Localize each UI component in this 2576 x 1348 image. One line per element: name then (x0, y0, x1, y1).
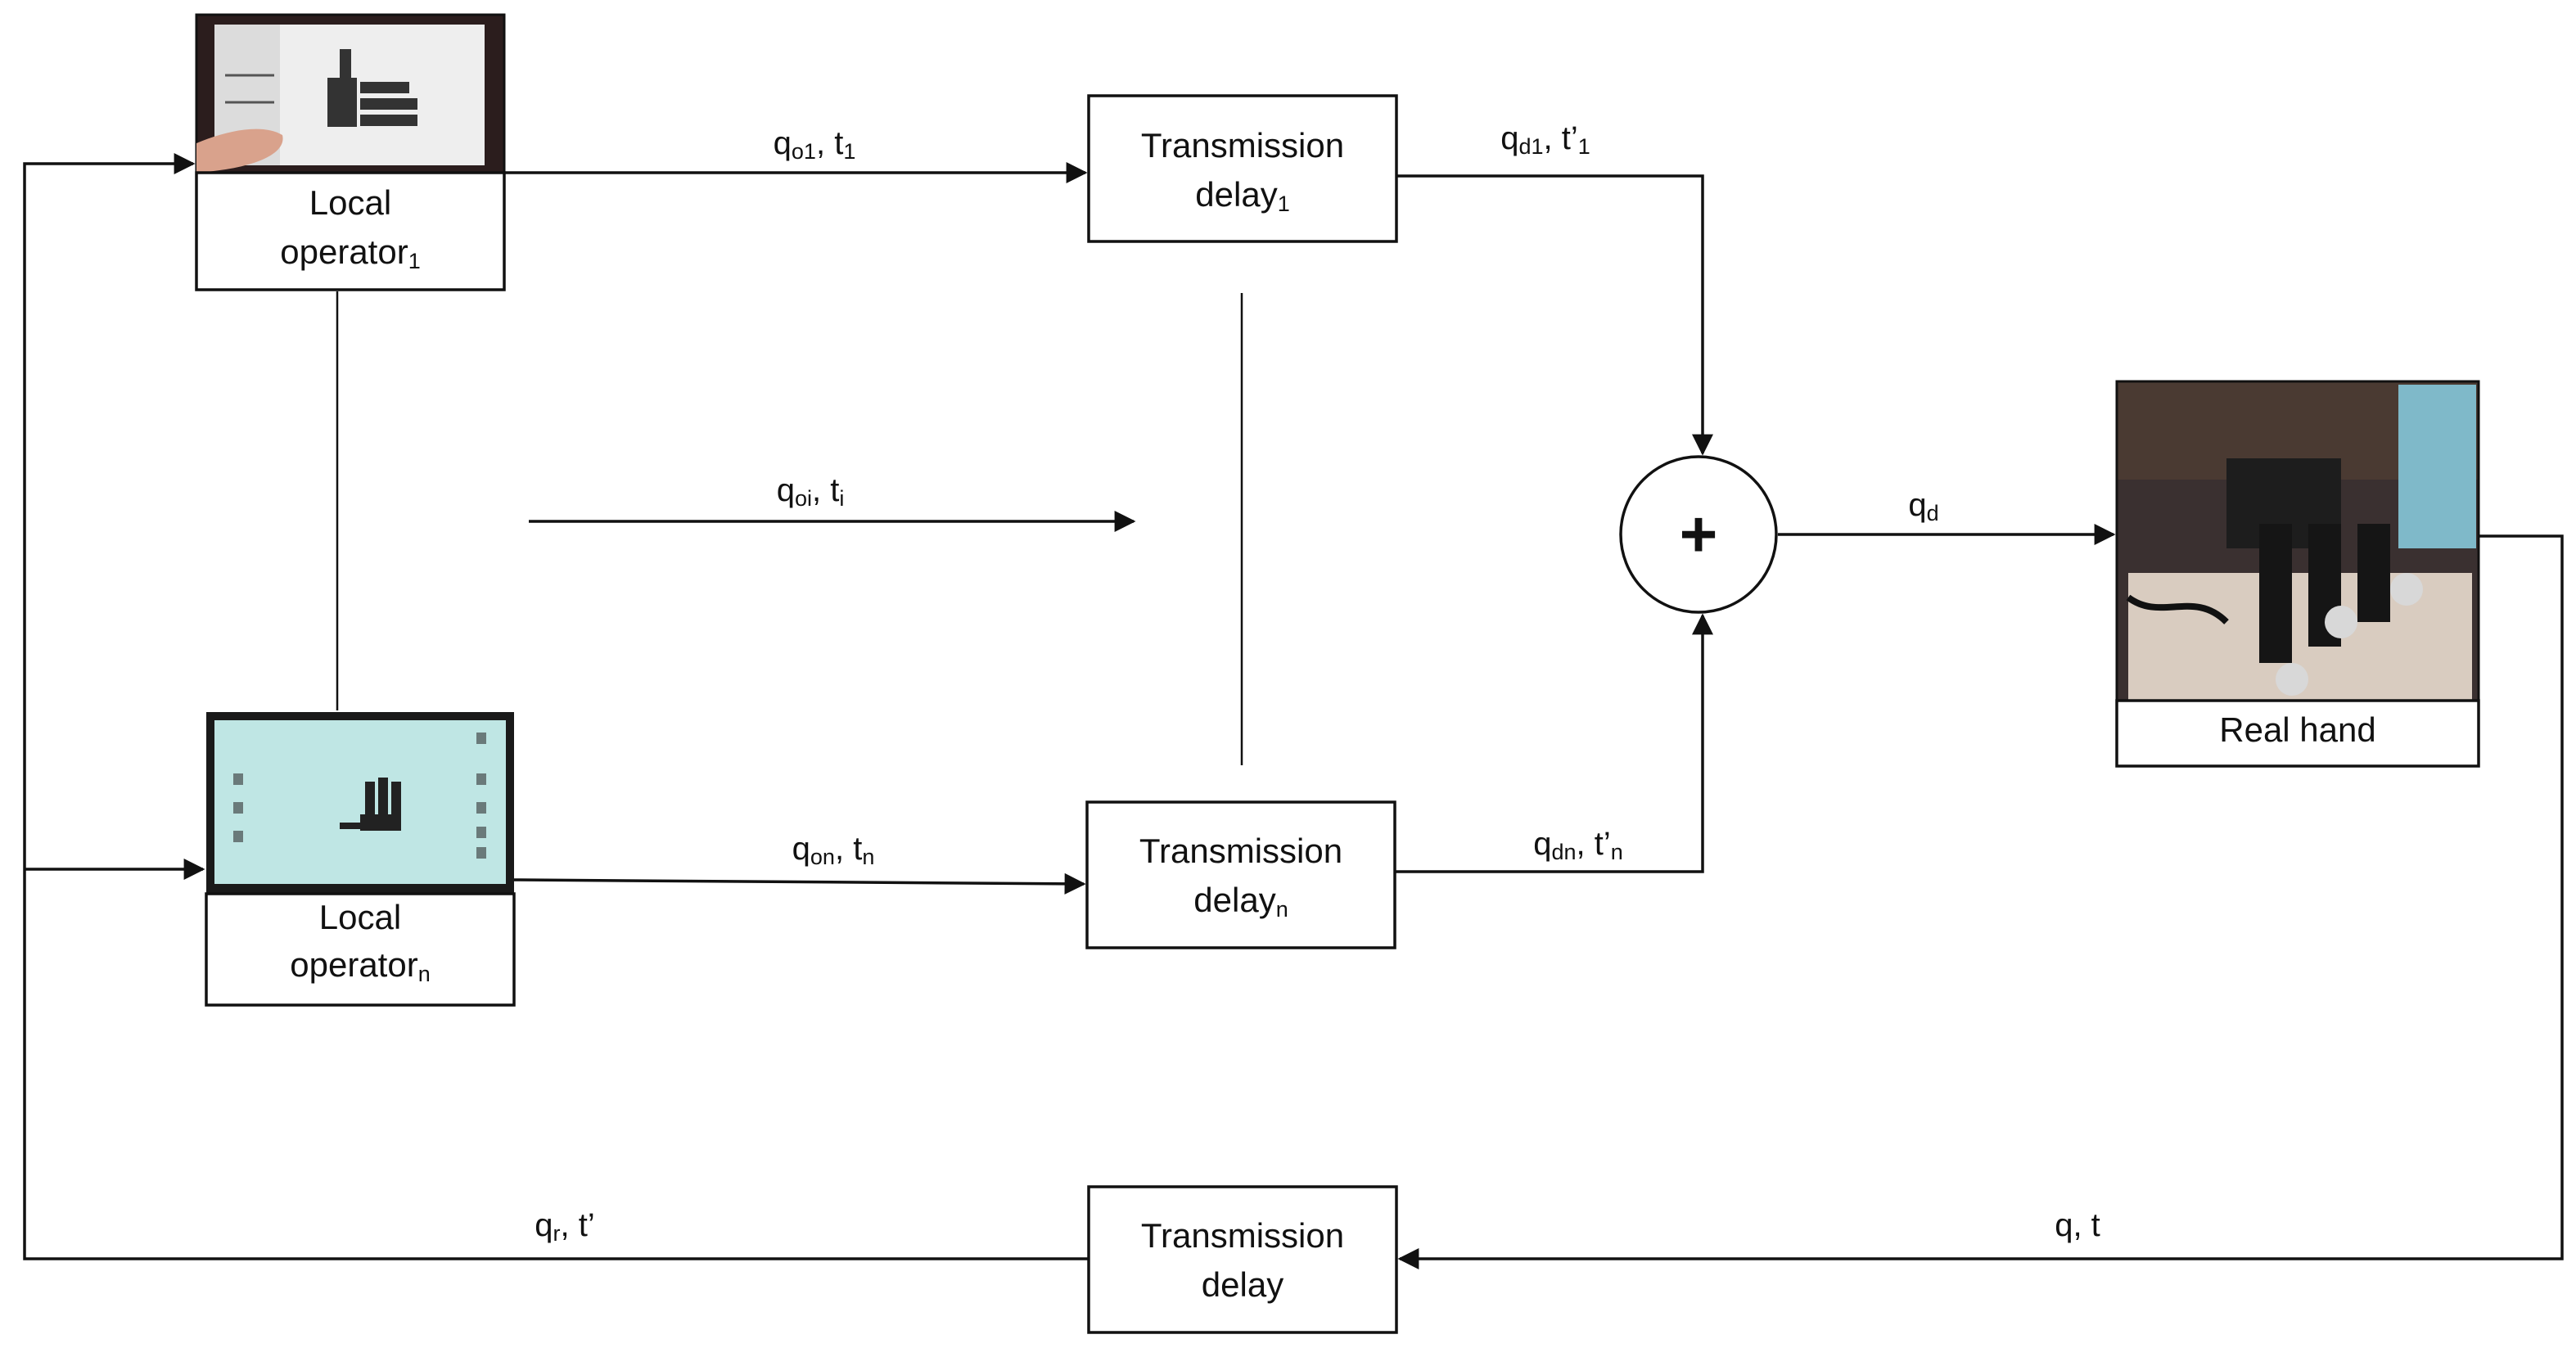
local-operator-n-block: Local operatorn (205, 712, 516, 1007)
arrow-delayn-to-sum (1395, 613, 1713, 873)
signal-label-qoi-ti: qoi, ti (777, 472, 845, 511)
local-operator-n-label-line2: operatorn (290, 945, 430, 986)
real-hand-label: Real hand (2219, 710, 2375, 749)
signal-label-qd: qd (1908, 487, 1938, 525)
signal-label-qd1-t1prime: qd1, t’1 (1500, 120, 1590, 159)
real-hand-block: Real hand (2115, 380, 2480, 768)
transmission-delay-n-block: Transmission delayn (1085, 800, 1396, 949)
signal-label-q-t: q, t (2055, 1207, 2100, 1243)
local-operator-1-label-line1: Local (309, 183, 391, 222)
summing-junction: + (1619, 455, 1778, 614)
real-hand-photo (2115, 380, 2480, 702)
plus-symbol: + (1680, 498, 1718, 570)
local-operator-n-label-line1: Local (319, 898, 401, 936)
transmission-delay-n-label-line2: delayn (1193, 881, 1288, 922)
local-operator-1-photo (195, 13, 506, 174)
arrow-feedback-to-operator1 (23, 153, 1089, 1260)
transmission-delay-1-label-line1: Transmission (1141, 126, 1344, 165)
transmission-delay-1-block: Transmission delay1 (1087, 94, 1398, 243)
signal-label-qon-tn: qon, tn (792, 831, 875, 869)
signal-label-qo1-t1: qo1, t1 (774, 125, 856, 164)
transmission-delay-feedback-label-line2: delay (1202, 1265, 1283, 1304)
transmission-delay-n-label-line1: Transmission (1139, 832, 1342, 870)
local-operator-n-photo (206, 712, 514, 894)
arrow-operatorn-to-delayn (513, 872, 1086, 895)
arrow-real-hand-to-feedback-delay (1397, 534, 2564, 1269)
local-operator-1-block: Local operator1 (195, 13, 506, 291)
transmission-delay-feedback-block: Transmission delay (1087, 1185, 1398, 1334)
transmission-delay-1-label-line2: delay1 (1195, 175, 1289, 216)
local-operator-1-label-line2: operator1 (280, 232, 420, 273)
signal-label-qdn-tnprime: qdn, t’n (1533, 826, 1623, 864)
arrow-delay1-to-sum (1396, 174, 1713, 456)
transmission-delay-feedback-label-line1: Transmission (1141, 1216, 1344, 1255)
signal-label-qr-tprime: qr, t’ (535, 1207, 594, 1246)
